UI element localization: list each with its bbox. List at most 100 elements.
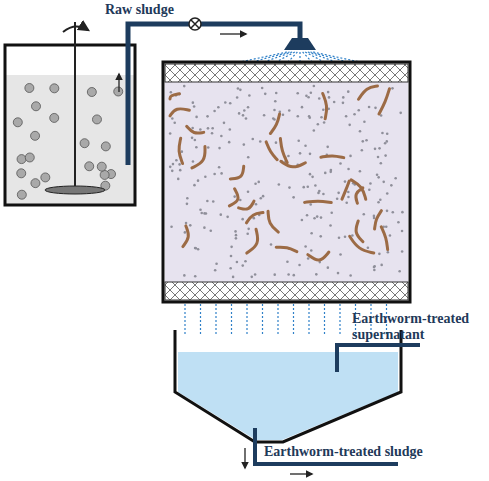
bed-particle xyxy=(177,178,180,181)
bed-particle xyxy=(213,110,216,113)
sludge-particle xyxy=(17,190,26,199)
bed-particle xyxy=(373,215,376,218)
bed-particle xyxy=(310,232,313,235)
settled-liquid xyxy=(178,352,398,440)
bed-particle xyxy=(226,216,229,219)
bed-particle xyxy=(178,163,181,166)
bed-particle xyxy=(387,251,390,254)
bed-particle xyxy=(374,107,377,110)
earthworm xyxy=(270,114,279,133)
bed-particle xyxy=(318,190,321,193)
earthworm xyxy=(308,252,329,260)
bed-particle xyxy=(297,140,300,143)
bed-particle xyxy=(241,264,244,267)
bed-particle xyxy=(193,105,196,108)
drip-line xyxy=(184,304,185,334)
bed-particle xyxy=(217,106,220,109)
bed-particle xyxy=(229,267,232,270)
bed-particle xyxy=(181,150,184,153)
bed-particle xyxy=(245,117,248,120)
flow-arrow xyxy=(220,33,246,34)
earthworm xyxy=(323,93,327,118)
bed-particle xyxy=(183,85,186,88)
bed-particle xyxy=(378,253,381,256)
bed-particle xyxy=(199,208,202,211)
sludge-particle xyxy=(13,118,22,127)
sludge-particle xyxy=(50,113,59,122)
bed-particle xyxy=(292,196,295,199)
bed-particle xyxy=(207,146,210,149)
stream-label: Raw sludge xyxy=(105,2,195,18)
bed-particle xyxy=(205,212,208,215)
bed-particle xyxy=(374,148,377,151)
bed-particle xyxy=(306,186,309,189)
bed-particle xyxy=(219,213,222,216)
sludge-particles xyxy=(13,83,122,199)
impeller xyxy=(45,186,105,194)
bed-particle xyxy=(324,172,327,175)
earthworms xyxy=(169,85,404,278)
bed-particle xyxy=(309,173,312,176)
bed-particle xyxy=(380,264,383,267)
drip-line xyxy=(277,304,278,334)
bed-particle xyxy=(349,274,352,277)
bed-particle xyxy=(344,235,347,238)
sludge-particle xyxy=(31,131,40,140)
earthworm xyxy=(230,166,243,179)
bed-particle xyxy=(218,147,221,150)
bed-particle xyxy=(310,91,313,94)
earthworm xyxy=(170,109,189,116)
earthworm xyxy=(170,94,179,99)
bed-particle xyxy=(259,140,262,143)
bed-particle xyxy=(380,162,383,165)
bed-particle xyxy=(286,260,289,263)
sludge-particle xyxy=(87,88,96,97)
bed-particle xyxy=(359,130,362,133)
bed-particle xyxy=(282,113,285,116)
bed-particle xyxy=(270,243,273,246)
bed-particle xyxy=(382,181,385,184)
bed-particle xyxy=(191,137,194,140)
bed-particle xyxy=(322,108,325,111)
drip-line xyxy=(215,304,216,334)
bed-particle xyxy=(243,143,246,146)
bed-particle xyxy=(333,101,336,104)
bed-particle xyxy=(193,184,196,187)
earthworm xyxy=(276,247,297,251)
earthworm xyxy=(356,221,363,242)
bed-particle xyxy=(401,211,404,214)
stream-label: Earthworm-treated supernatant xyxy=(352,311,482,343)
bed-particle xyxy=(336,197,339,200)
bed-particle xyxy=(171,170,174,173)
bed-particle xyxy=(197,179,200,182)
drip-line xyxy=(324,304,325,334)
bed-particle xyxy=(365,139,368,142)
tank-liquid xyxy=(5,75,135,205)
bed-particle xyxy=(206,115,209,118)
bed-particle xyxy=(386,132,389,135)
bed-particle xyxy=(345,201,348,204)
bed-particle xyxy=(313,217,316,220)
bed-particle xyxy=(326,146,329,149)
bed-particle xyxy=(319,235,322,238)
sludge-particle xyxy=(80,139,89,148)
bed-particle xyxy=(211,132,214,135)
bed-particle xyxy=(264,93,267,96)
bed-particle xyxy=(186,203,189,206)
bed-particle xyxy=(238,112,241,115)
drip-line xyxy=(200,304,201,334)
bed-particle xyxy=(313,129,316,132)
bed-particle xyxy=(255,203,258,206)
bed-particle xyxy=(376,173,379,176)
earthworm xyxy=(379,89,389,114)
bed-particle xyxy=(292,274,295,277)
earthworm xyxy=(192,147,205,168)
sludge-particle xyxy=(101,142,110,151)
bed-particle xyxy=(239,89,242,92)
bed-particle xyxy=(338,237,341,240)
bed-particle xyxy=(390,184,393,187)
bed-particle xyxy=(373,269,376,272)
bed-particle xyxy=(209,229,212,232)
bed-particle xyxy=(301,219,304,222)
bed-particle xyxy=(327,266,330,269)
